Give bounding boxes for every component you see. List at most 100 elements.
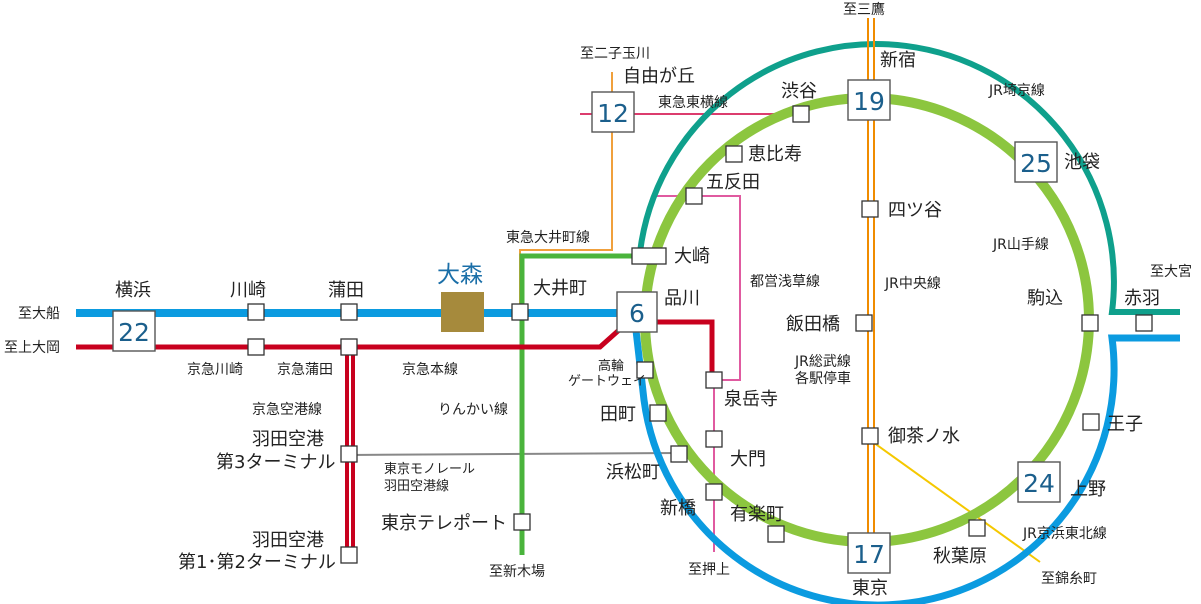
station-oimachi: 大井町 [533, 278, 587, 299]
minute-shinjuku: 19 [853, 87, 885, 116]
rinkai-line [519, 253, 648, 555]
line-label-monorail-1: 東京モノレール [384, 461, 475, 477]
station-gotanda: 五反田 [706, 172, 760, 193]
minute-badge-ueno: 24 [1017, 461, 1061, 503]
oji-marker [1082, 413, 1100, 431]
oimachi-marker [511, 303, 529, 321]
yotsuya-marker [861, 200, 879, 218]
station-haneda-t12-1: 羽田空港 [252, 530, 324, 551]
haneda-t12-marker [340, 546, 358, 564]
jr-saikyo-line [637, 41, 1180, 315]
station-iidabashi: 飯田橋 [786, 314, 840, 335]
minute-ueno: 24 [1023, 469, 1055, 498]
minute-tokyo: 17 [853, 540, 885, 569]
direction-to-kinshicho: 至錦糸町 [1041, 570, 1097, 587]
takanawa-gateway-marker [636, 361, 654, 379]
station-ikebukuro: 池袋 [1064, 152, 1100, 173]
komagome-marker [1081, 314, 1099, 332]
line-label-keikyu-airport: 京急空港線 [252, 402, 322, 418]
station-osaki: 大崎 [674, 246, 710, 267]
minute-jiyugaoka: 12 [597, 99, 629, 128]
station-yotsuya: 四ツ谷 [888, 200, 942, 221]
minute-badge-tokyo: 17 [847, 532, 891, 574]
station-oji: 王子 [1107, 414, 1143, 435]
haneda-t3-marker [340, 445, 358, 463]
direction-to-kamiooka: 至上大岡 [4, 340, 60, 356]
hamamatsucho-marker [670, 445, 688, 463]
line-label-keikyu-main: 京急本線 [402, 362, 458, 378]
station-ebisu: 恵比寿 [748, 144, 802, 165]
station-omori: 大森 [437, 262, 483, 288]
direction-to-ofuna: 至大船 [18, 306, 60, 322]
station-tamachi: 田町 [600, 404, 636, 425]
line-label-jr-saikyo: JR埼京線 [988, 83, 1045, 99]
direction-to-omiya: 至大宮 [1150, 264, 1192, 280]
station-haneda-t3-2: 第3ターミナル [216, 452, 335, 473]
station-hamamatsucho: 浜松町 [606, 462, 660, 483]
station-ueno: 上野 [1070, 479, 1106, 500]
osaki-marker [631, 247, 667, 265]
station-yokohama: 横浜 [115, 280, 151, 301]
direction-to-futako: 至二子玉川 [580, 46, 650, 62]
tokyo-monorail-line [348, 452, 679, 456]
minute-ikebukuro: 25 [1020, 149, 1052, 178]
tokyo-teleport-marker [513, 513, 531, 531]
kamata-marker [340, 303, 358, 321]
akabane-marker [1135, 314, 1153, 332]
shibuya-marker [792, 105, 810, 123]
tamachi-marker [649, 404, 667, 422]
station-komagome: 駒込 [1027, 288, 1063, 309]
station-takanawa-gateway-2: ゲートウェイ [568, 374, 646, 389]
station-shimbashi: 新橋 [660, 498, 696, 519]
station-daimon: 大門 [730, 449, 766, 470]
minute-badge-yokohama: 22 [112, 310, 156, 352]
station-jiyugaoka: 自由が丘 [623, 66, 695, 87]
jr-sobu-line [869, 439, 1041, 563]
line-label-tokyu-oimachi: 東急大井町線 [506, 230, 590, 246]
station-kamata: 蒲田 [328, 280, 364, 301]
direction-to-mitaka: 至三鷹 [843, 2, 885, 18]
station-akabane: 赤羽 [1124, 288, 1160, 309]
station-shinjuku: 新宿 [880, 50, 916, 71]
ebisu-marker [725, 145, 743, 163]
akihabara-marker [968, 519, 986, 537]
keikyu-kamata-marker [340, 338, 358, 356]
ochanomizu-marker [861, 427, 879, 445]
shimbashi-marker [705, 483, 723, 501]
line-label-monorail-2: 羽田空港線 [384, 478, 449, 494]
minute-badge-shinjuku: 19 [847, 79, 891, 121]
station-keikyu-kamata: 京急蒲田 [277, 362, 333, 378]
station-shinagawa: 品川 [664, 288, 700, 309]
line-label-tokyu-toyoko: 東急東横線 [658, 95, 728, 111]
station-takanawa-gateway-1: 高輪 [598, 358, 624, 374]
line-label-jr-sobu-1: JR総武線 [794, 354, 851, 370]
line-label-jr-sobu-2: 各駅停車 [795, 370, 851, 387]
station-shibuya: 渋谷 [781, 81, 817, 102]
minute-badge-shinagawa: 6 [616, 291, 658, 333]
minute-shinagawa: 6 [629, 299, 645, 328]
omori-marker [441, 292, 484, 332]
station-akihabara: 秋葉原 [933, 546, 987, 567]
jr-keihin-tohoku-line-loop [630, 312, 1180, 604]
keikyu-kawasaki-marker [247, 338, 265, 356]
gotanda-marker [685, 187, 703, 205]
sengakuji-marker [705, 371, 723, 389]
line-label-toei-asakusa: 都営浅草線 [750, 274, 820, 290]
station-keikyu-kawasaki: 京急川崎 [187, 362, 243, 378]
station-sengakuji: 泉岳寺 [724, 389, 778, 410]
iidabashi-marker [855, 314, 873, 332]
station-ochanomizu: 御茶ノ水 [888, 426, 960, 447]
line-label-jr-chuo: JR中央線 [884, 276, 941, 292]
direction-to-shinkiba: 至新木場 [489, 564, 545, 580]
station-tokyo-teleport: 東京テレポート [381, 513, 507, 534]
station-markers [247, 105, 1153, 564]
line-label-rinkai: りんかい線 [438, 402, 508, 418]
station-kawasaki: 川崎 [230, 280, 266, 301]
station-yurakucho: 有楽町 [730, 504, 784, 525]
daimon-marker [705, 430, 723, 448]
minute-badge-jiyugaoka: 12 [591, 91, 635, 133]
station-haneda-t12-2: 第1･第2ターミナル [178, 552, 336, 573]
station-tokyo: 東京 [852, 578, 888, 599]
